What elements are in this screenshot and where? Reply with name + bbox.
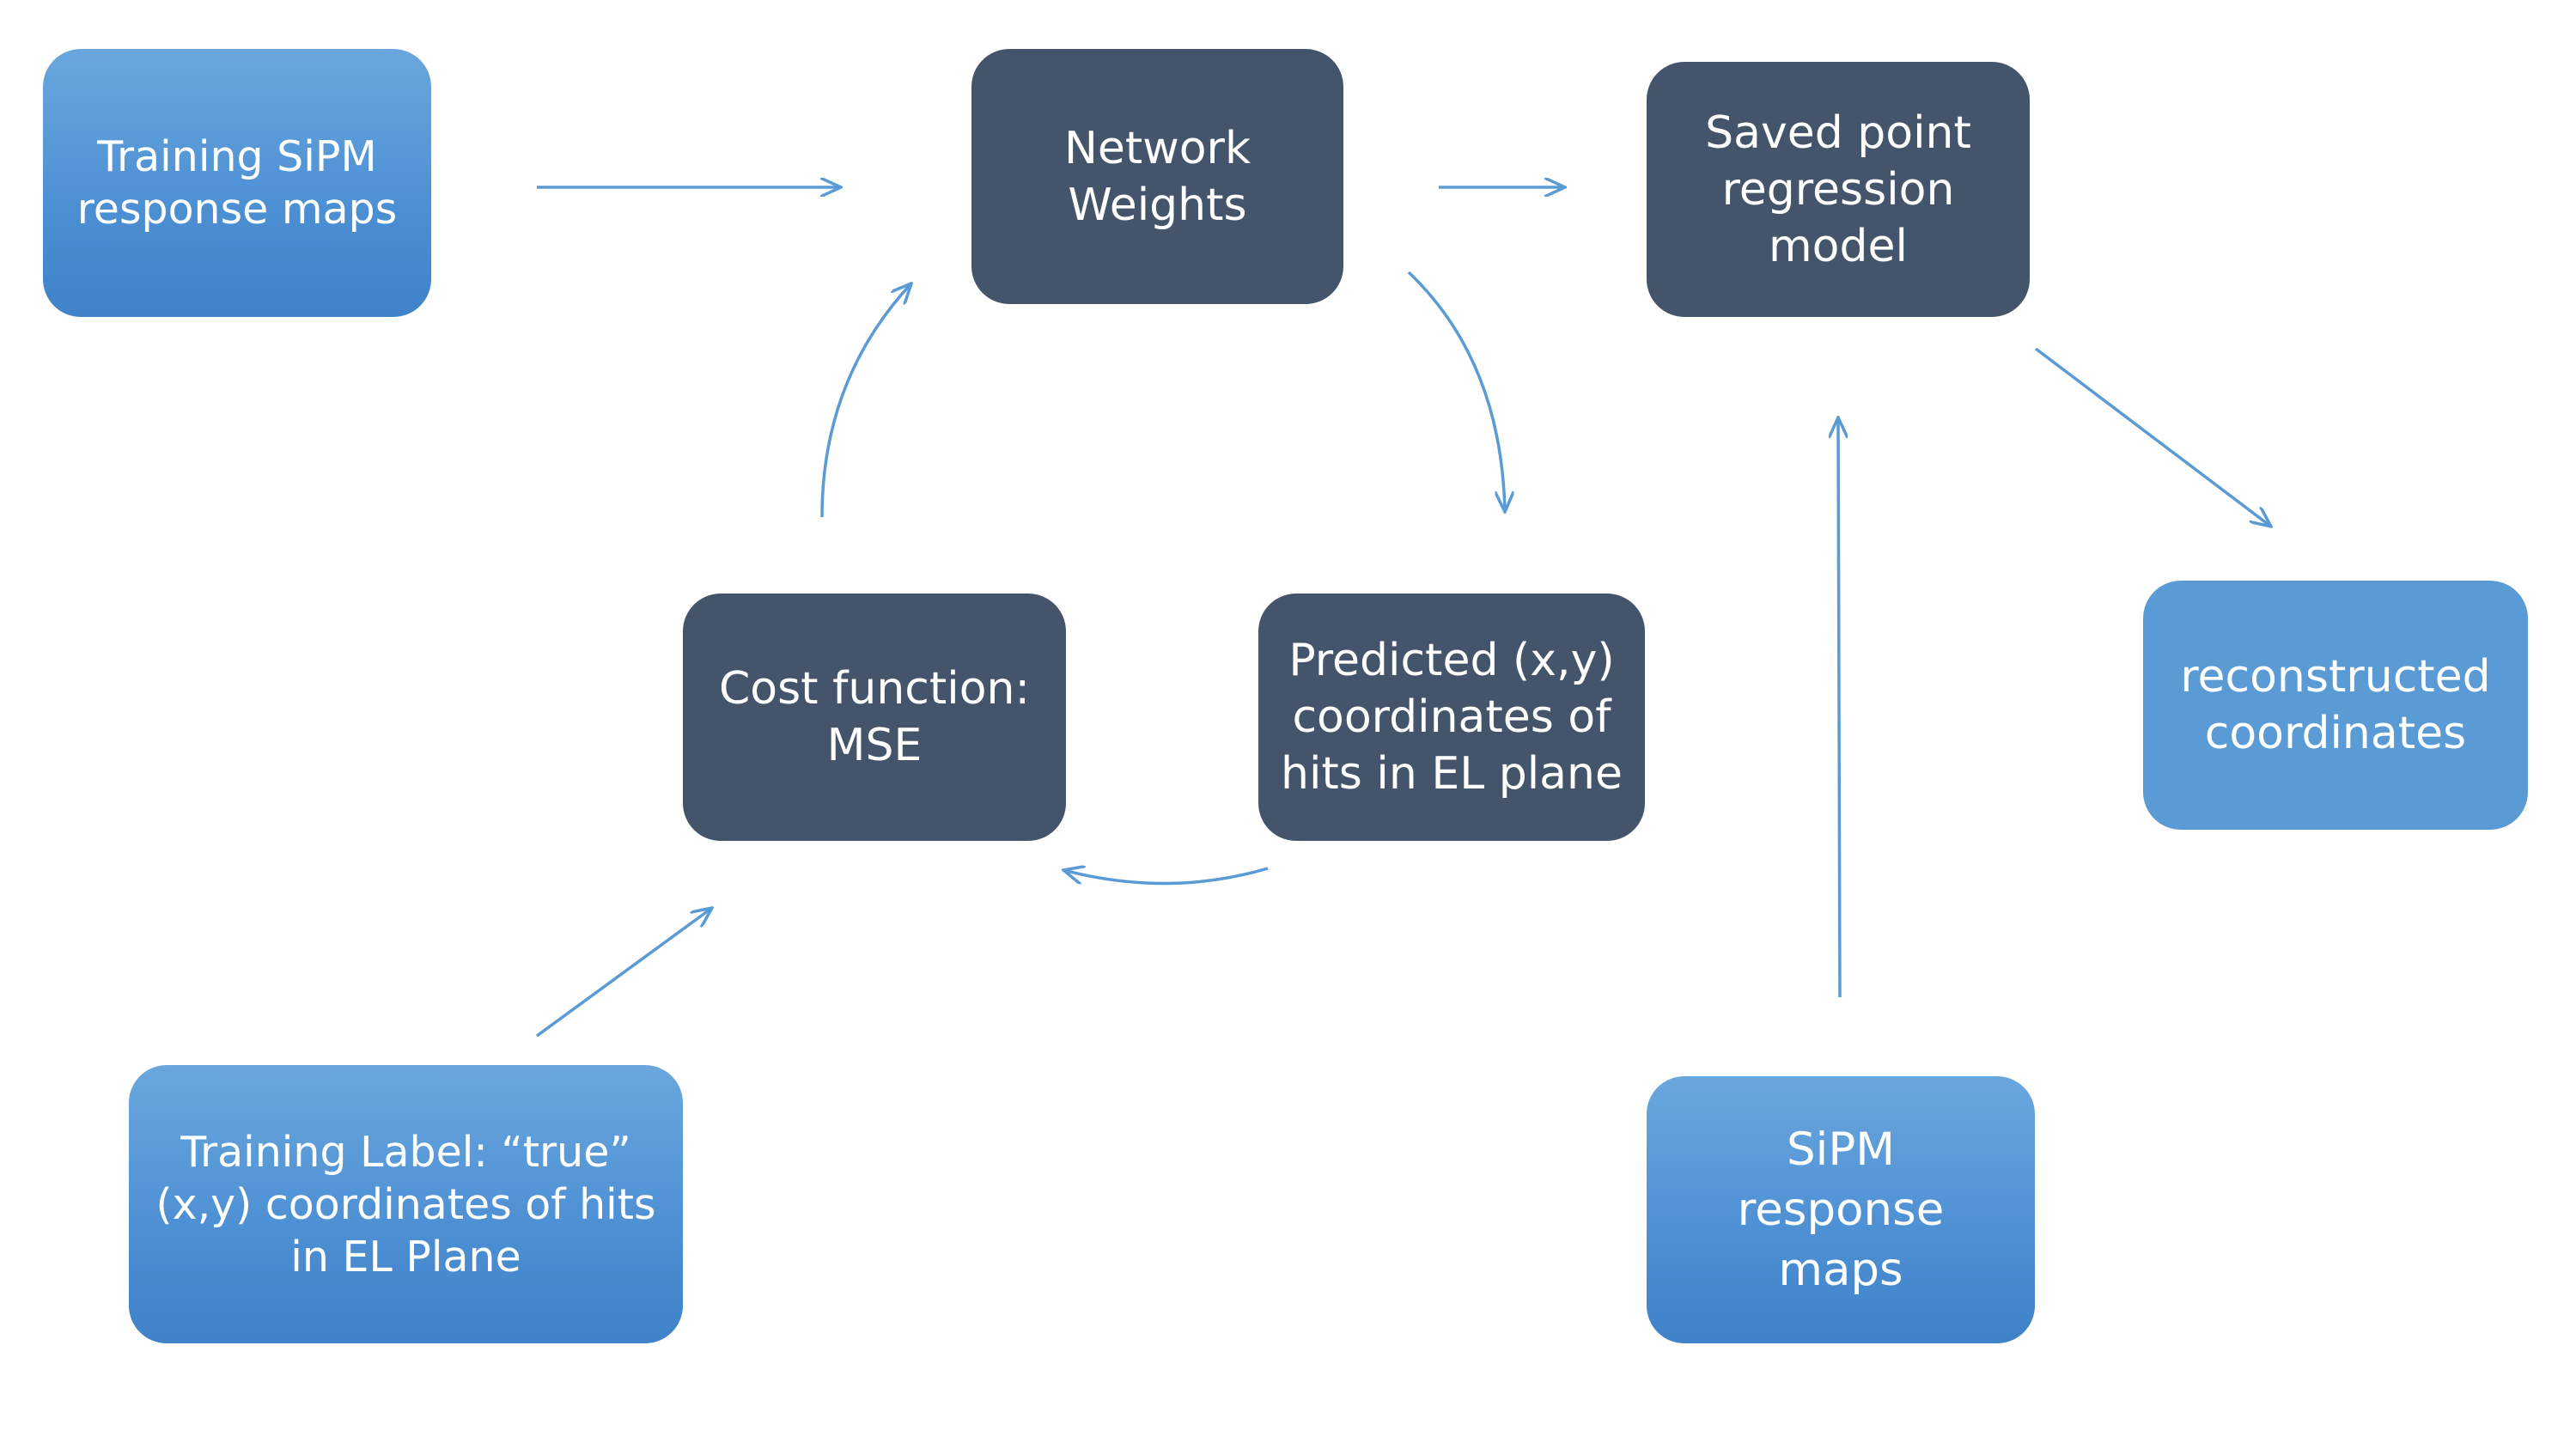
node-line: Network (1063, 122, 1251, 174)
node-line: coordinates of (1292, 691, 1611, 743)
node-line: maps (1778, 1243, 1903, 1296)
node-line: response maps (76, 185, 398, 234)
node-sipm-maps: SiPM response maps (1647, 1076, 2035, 1343)
edge-sipm-maps-to-saved-model (1838, 417, 1840, 998)
node-line: SiPM (1786, 1123, 1896, 1176)
edge-cost-to-weights (820, 283, 911, 518)
node-predicted-coordinates: Predicted (x,y) coordinates of hits in E… (1258, 594, 1645, 841)
node-line: reconstructed (2180, 651, 2491, 703)
node-line: Saved point (1705, 107, 1971, 159)
node-line: regression (1721, 163, 1955, 216)
node-line: Cost function: (718, 663, 1031, 715)
node-line: Weights (1068, 179, 1247, 231)
edge-predicted-to-cost (1063, 868, 1269, 886)
node-line: Predicted (x,y) (1288, 635, 1615, 686)
node-network-weights: Network Weights (971, 49, 1343, 304)
node-training-sipm-maps: Training SiPM response maps (43, 49, 431, 317)
node-training-label: Training Label: “true” (x,y) coordinates… (129, 1065, 683, 1343)
edge-weights-to-predicted (1407, 271, 1505, 512)
node-saved-model: Saved point regression model (1647, 62, 2030, 317)
node-reconstructed-coordinates: reconstructed coordinates (2143, 581, 2528, 830)
node-cost-function: Cost function: MSE (683, 594, 1066, 841)
edge-saved-model-to-reconstructed (2034, 347, 2271, 527)
node-line: Training SiPM (97, 132, 377, 181)
edge-label-to-cost (535, 908, 712, 1038)
node-line: coordinates (2204, 708, 2467, 759)
node-line: hits in EL plane (1281, 748, 1623, 800)
node-line: model (1769, 220, 1908, 272)
node-line: in EL Plane (290, 1232, 521, 1282)
node-line: MSE (826, 720, 923, 771)
node-line: (x,y) coordinates of hits (155, 1179, 656, 1229)
node-line: Training Label: “true” (180, 1127, 631, 1177)
node-line: response (1737, 1183, 1945, 1236)
